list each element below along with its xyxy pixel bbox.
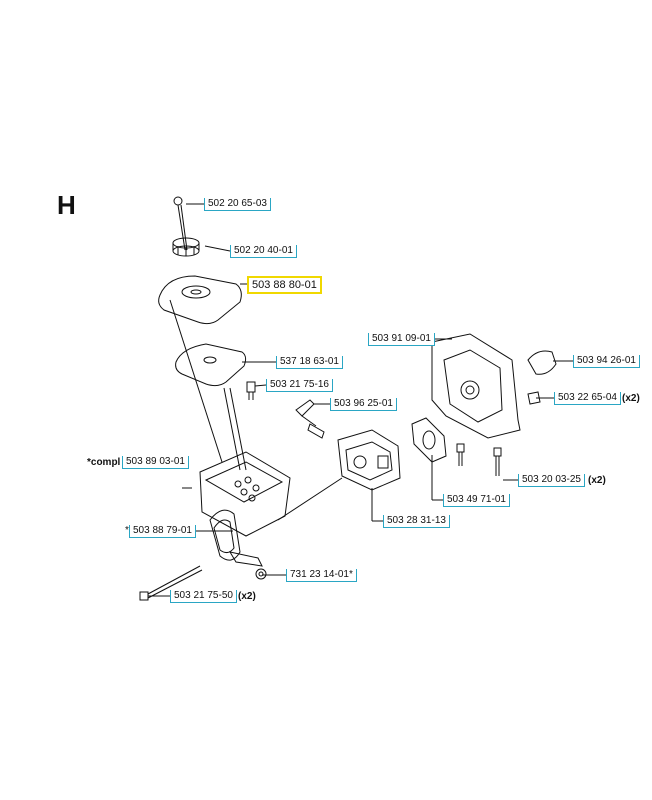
housing-screw-right <box>493 447 502 476</box>
part-number-label[interactable]: 503 88 79-01 <box>129 525 196 538</box>
part-number-label[interactable]: 503 91 09-01 <box>368 333 435 346</box>
knob <box>172 237 200 257</box>
quantity-label: (x2) <box>622 393 640 404</box>
compl-prefix: *compl <box>87 457 121 468</box>
nut <box>255 568 267 580</box>
part-number-label[interactable]: 503 22 65-04 <box>554 392 621 405</box>
air-box <box>199 451 291 537</box>
leader-line <box>204 245 231 252</box>
part-number-label[interactable]: 503 94 26-01 <box>573 355 640 368</box>
screw-top <box>173 196 188 251</box>
part-number-label[interactable]: 537 18 63-01 <box>276 356 343 369</box>
washer <box>527 391 541 405</box>
rod <box>223 387 247 471</box>
rubber-clip <box>527 350 557 375</box>
part-number-label[interactable]: 502 20 65-03 <box>204 198 271 211</box>
asterisk-prefix: * <box>125 525 129 536</box>
leader-line <box>254 384 267 387</box>
assembly-link-line <box>169 299 223 463</box>
part-number-label[interactable]: 503 49 71-01 <box>443 494 510 507</box>
assembly-link-line <box>277 477 343 521</box>
filter-element <box>175 343 247 387</box>
part-number-label[interactable]: 503 20 03-25 <box>518 474 585 487</box>
part-number-label[interactable]: 731 23 14-01* <box>286 569 357 582</box>
carburetor <box>337 429 401 491</box>
long-bolt <box>139 565 203 601</box>
part-number-label[interactable]: 502 20 40-01 <box>230 245 297 258</box>
grip-handle <box>209 509 263 567</box>
part-number-label-highlighted[interactable]: 503 88 80-01 <box>247 276 322 294</box>
housing-screw-left <box>456 443 465 466</box>
quantity-label: (x2) <box>588 475 606 486</box>
part-number-label[interactable]: 503 21 75-16 <box>266 379 333 392</box>
part-number-label[interactable]: 503 21 75-50 <box>170 590 237 603</box>
air-filter-cover <box>158 275 242 325</box>
housing <box>431 333 521 439</box>
quantity-label: (x2) <box>238 591 256 602</box>
choke-lever <box>295 399 325 439</box>
gasket <box>411 417 447 463</box>
part-number-label[interactable]: 503 96 25-01 <box>330 398 397 411</box>
part-number-label[interactable]: 503 89 03-01 <box>122 456 189 469</box>
small-screw <box>246 381 256 400</box>
section-letter: H <box>57 190 76 220</box>
part-number-label[interactable]: 503 28 31-13 <box>383 515 450 528</box>
